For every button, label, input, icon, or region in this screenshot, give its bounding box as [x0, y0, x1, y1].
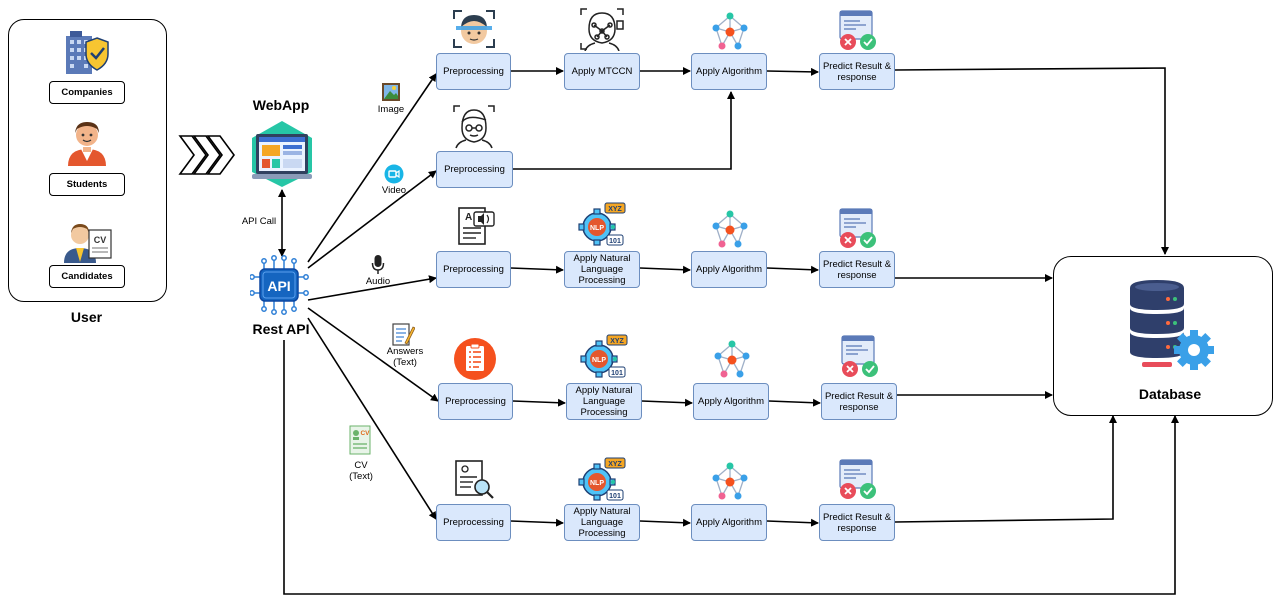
edge-api-video	[307, 170, 437, 269]
svg-text:A: A	[465, 212, 472, 223]
student-icon	[68, 122, 106, 166]
predict-result-box-1: Predict Result & response	[819, 53, 895, 90]
num-badge: 101	[609, 493, 621, 500]
predict-result-box-4: Predict Result & response	[819, 504, 895, 541]
num-badge: 101	[611, 370, 623, 377]
preprocessing-video-box: Preprocessing	[436, 151, 513, 188]
input-video-label: Video	[381, 185, 407, 196]
web-dashboard-icon	[252, 121, 312, 187]
facial-recognition-icon	[580, 8, 624, 51]
document-search-icon	[455, 460, 494, 499]
input-cv-label: CV (Text)	[349, 460, 373, 482]
face-scan-icon	[453, 10, 495, 48]
cv-document-icon: CV	[349, 425, 371, 455]
result-check-icon	[839, 459, 876, 499]
edge-api-cv	[307, 317, 437, 520]
edge-api-audio	[307, 275, 437, 301]
input-answers-label: Answers (Text)	[386, 346, 424, 368]
answer-sheet-icon	[392, 323, 415, 346]
result-check-icon	[839, 10, 876, 50]
preprocessing-cv-box: Preprocessing	[436, 504, 511, 541]
nlp-badge: NLP	[590, 225, 604, 232]
user-companies: Companies	[49, 81, 125, 104]
nlp-gear-icon: NLP XYZ 101	[578, 457, 626, 501]
result-check-icon	[839, 208, 876, 248]
neural-network-icon	[712, 12, 748, 50]
predict-result-box-2: Predict Result & response	[819, 251, 895, 288]
apply-algorithm-box-1: Apply Algorithm	[691, 53, 767, 90]
user-students: Students	[49, 173, 125, 196]
image-icon	[382, 83, 400, 101]
cv-badge-text: CV	[94, 235, 107, 245]
rest-api-title: Rest API	[252, 321, 310, 337]
preprocessing-answers-box: Preprocessing	[438, 383, 513, 420]
apply-mtccn-box: Apply MTCCN	[564, 53, 640, 90]
microphone-icon	[371, 255, 385, 274]
apply-nlp-box-1: Apply Natural Language Processing	[564, 251, 640, 288]
xyz-badge: XYZ	[608, 461, 622, 468]
video-icon	[384, 164, 404, 184]
neural-network-icon	[712, 462, 748, 500]
webapp-title: WebApp	[252, 97, 310, 113]
apply-algorithm-box-2: Apply Algorithm	[691, 251, 767, 288]
preprocessing-image-box: Preprocessing	[436, 53, 511, 90]
apply-algorithm-box-3: Apply Algorithm	[693, 383, 769, 420]
building-shield-icon	[66, 31, 109, 74]
num-badge: 101	[609, 238, 621, 245]
result-check-icon	[841, 335, 878, 377]
preprocessing-audio-box: Preprocessing	[436, 251, 511, 288]
audio-transcript-icon: A	[458, 207, 495, 245]
chevron-arrows-icon	[178, 135, 235, 175]
neural-network-icon	[712, 210, 748, 248]
xyz-badge: XYZ	[608, 206, 622, 213]
edge-api-answers	[307, 307, 439, 402]
predict-result-box-3: Predict Result & response	[821, 383, 897, 420]
questionnaire-icon	[454, 338, 496, 380]
apply-nlp-box-2: Apply Natural Language Processing	[566, 383, 642, 420]
input-audio-label: Audio	[365, 276, 391, 287]
nlp-badge: NLP	[592, 357, 606, 364]
user-title: User	[70, 309, 103, 325]
xyz-badge: XYZ	[610, 338, 624, 345]
api-chip-icon: API	[250, 255, 309, 315]
api-call-label: API Call	[241, 216, 277, 227]
input-image-label: Image	[377, 104, 405, 115]
face-outline-icon	[453, 105, 495, 149]
user-candidates: Candidates	[49, 265, 125, 288]
candidate-cv-icon: CV	[64, 224, 112, 263]
cv-doc-badge-text: CV	[360, 430, 370, 437]
apply-nlp-box-3: Apply Natural Language Processing	[564, 504, 640, 541]
neural-network-icon	[714, 340, 750, 378]
api-chip-badge: API	[267, 278, 290, 294]
nlp-gear-icon: NLP XYZ 101	[580, 334, 628, 378]
nlp-gear-icon: NLP XYZ 101	[578, 202, 626, 246]
database-title: Database	[1138, 386, 1202, 402]
database-panel	[1053, 256, 1273, 416]
nlp-badge: NLP	[590, 480, 604, 487]
apply-algorithm-box-4: Apply Algorithm	[691, 504, 767, 541]
database-gear-icon	[1130, 280, 1214, 370]
edge-api-image	[307, 73, 437, 263]
